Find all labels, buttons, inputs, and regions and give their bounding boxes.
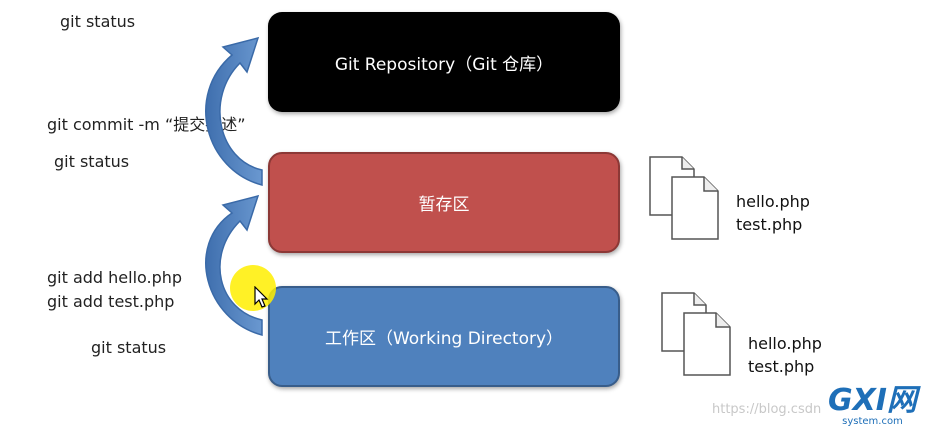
gxi-logo: GXI网 system.com — [828, 383, 917, 428]
git-add-hello-label: git add hello.php — [47, 268, 183, 287]
working-directory-label: 工作区（Working Directory） — [324, 329, 564, 349]
staging-file-test: test.php — [736, 215, 803, 234]
git-repository-label: Git Repository（Git 仓库） — [334, 54, 554, 75]
commit-arrow — [205, 36, 263, 186]
gxi-logo-sub: system.com — [842, 416, 903, 427]
working-file-test: test.php — [748, 357, 815, 376]
staging-file-list: hello.php test.php — [736, 190, 810, 236]
git-status-label-middle: git status — [54, 152, 130, 171]
git-status-label-top: git status — [60, 12, 136, 31]
cursor-highlight — [230, 265, 276, 311]
working-files-icon — [661, 292, 731, 376]
staging-file-hello: hello.php — [736, 192, 810, 211]
mouse-pointer-icon — [254, 286, 269, 308]
watermark-url: https://blog.csdn — [712, 402, 822, 417]
working-file-list: hello.php test.php — [748, 332, 822, 378]
staging-files-icon — [649, 156, 719, 240]
git-add-test-label: git add test.php — [47, 292, 175, 311]
gxi-logo-text: GXI网 — [828, 383, 917, 418]
staging-area-label: 暂存区 — [418, 195, 470, 215]
git-commit-label: git commit -m “提交描述” — [47, 115, 246, 134]
add-arrow — [205, 194, 263, 336]
git-repository-box: Git Repository（Git 仓库） — [268, 12, 620, 112]
git-status-label-bottom: git status — [91, 338, 167, 357]
staging-area-box: 暂存区 — [268, 152, 620, 253]
working-file-hello: hello.php — [748, 334, 822, 353]
working-directory-box: 工作区（Working Directory） — [268, 286, 620, 387]
